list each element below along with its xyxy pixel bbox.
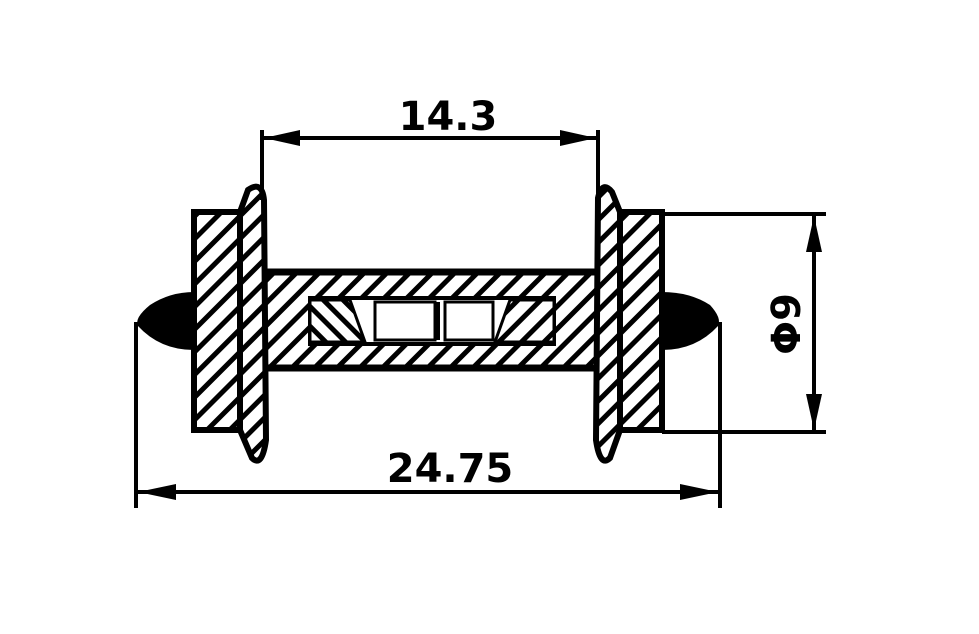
axle bbox=[258, 268, 606, 372]
right-wheel bbox=[592, 184, 719, 464]
dimension-label-14-3: 14.3 bbox=[399, 94, 498, 140]
dimension-label-diameter: Φ9 bbox=[764, 293, 810, 355]
dimension-label-24-75: 24.75 bbox=[387, 446, 514, 492]
left-wheel bbox=[137, 183, 270, 464]
dimension-overall-length: 24.75 bbox=[134, 322, 722, 508]
dimension-back-to-back: 14.3 bbox=[260, 94, 600, 200]
dimension-wheel-diameter: Φ9 bbox=[662, 212, 826, 434]
